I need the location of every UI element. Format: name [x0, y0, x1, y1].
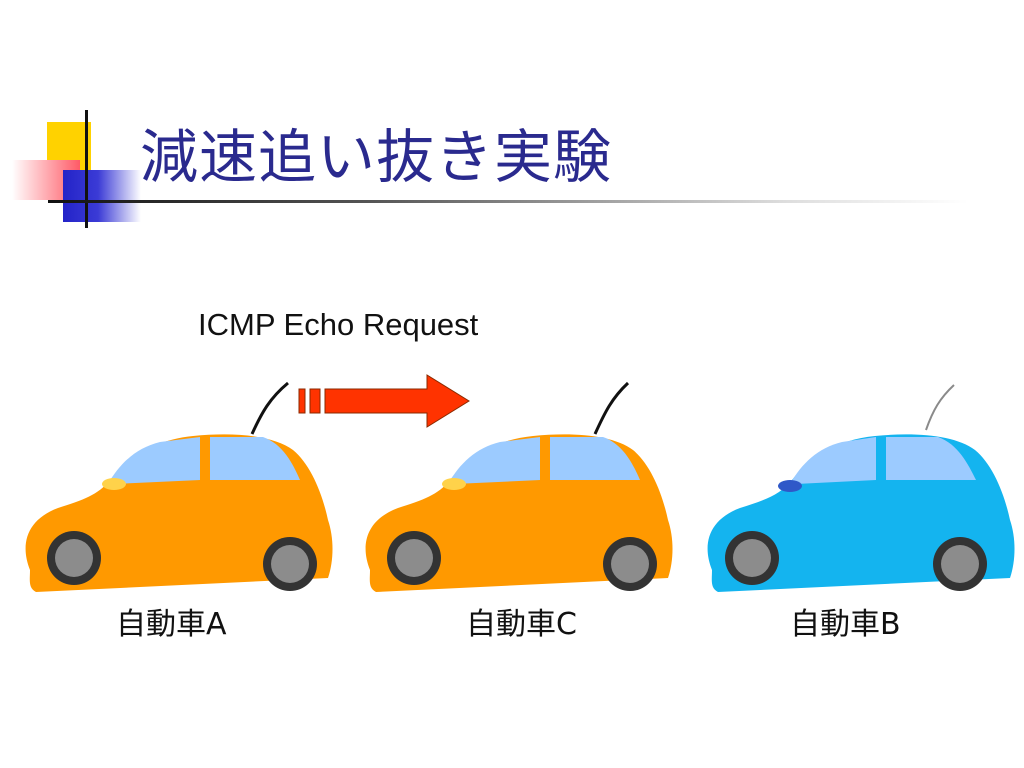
slide-title: 減速追い抜き実験 [140, 123, 613, 191]
car-c-front-window [448, 437, 540, 484]
car-b-antenna [925, 384, 955, 431]
car-c-front-hub [395, 539, 433, 577]
car-a-rear-hub [271, 545, 309, 583]
car-b-front-hub [733, 539, 771, 577]
car-b-rear-window [886, 437, 976, 480]
arrow-stripe-1 [298, 388, 306, 414]
car-c-rear-window [550, 437, 640, 480]
title-decoration-blue-square [63, 170, 141, 222]
car-a-headlight [102, 478, 126, 490]
car-c-rear-hub [611, 545, 649, 583]
car-a-front-window [108, 437, 200, 484]
car-b [707, 384, 1015, 592]
title-underline [48, 200, 968, 203]
title-decoration-vertical-line [85, 110, 88, 228]
icmp-request-label: ICMP Echo Request [198, 307, 479, 342]
car-c-antenna [593, 381, 630, 435]
car-a-front-hub [55, 539, 93, 577]
car-b-front-window [790, 437, 876, 484]
arrow-stripe-2 [309, 388, 321, 414]
car-b-rear-hub [941, 545, 979, 583]
car-c [365, 381, 673, 592]
request-arrow [298, 374, 470, 428]
car-a-label: 自動車A [116, 607, 227, 642]
car-c-label: 自動車C [466, 607, 577, 642]
car-c-headlight [442, 478, 466, 490]
arrow-head-icon [324, 374, 470, 428]
car-a-antenna [250, 381, 289, 435]
car-a [25, 381, 333, 592]
car-b-headlight [778, 480, 802, 492]
car-a-rear-window [210, 437, 300, 480]
car-b-label: 自動車B [790, 607, 901, 642]
